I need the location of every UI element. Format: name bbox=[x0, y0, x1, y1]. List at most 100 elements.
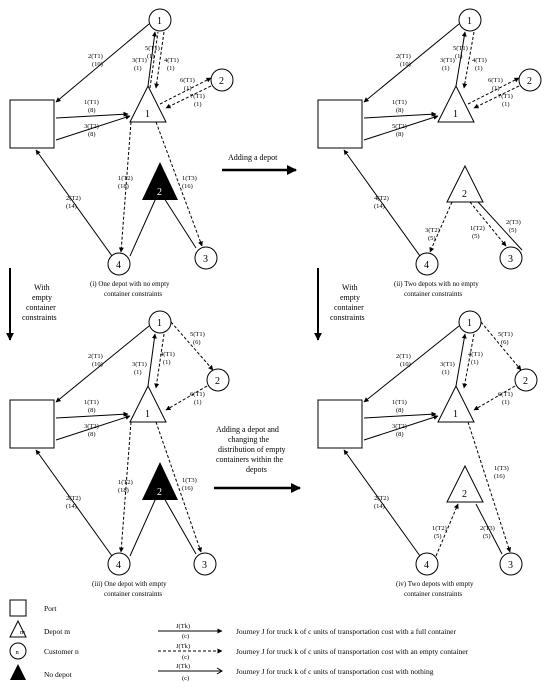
svg-text:4: 4 bbox=[424, 560, 429, 571]
depot-1 bbox=[437, 384, 475, 423]
svg-text:3(T2): 3(T2) bbox=[425, 227, 440, 234]
svg-text:1(T2): 1(T2) bbox=[470, 225, 485, 232]
no-depot-label: 2 bbox=[157, 187, 162, 198]
svg-text:(c): (c) bbox=[182, 675, 189, 682]
svg-text:(14): (14) bbox=[374, 503, 385, 510]
depot-2 bbox=[446, 164, 484, 203]
svg-text:2: 2 bbox=[527, 76, 532, 87]
svg-text:4(T2): 4(T2) bbox=[374, 195, 389, 202]
svg-text:3: 3 bbox=[508, 254, 513, 265]
depot-1 bbox=[129, 384, 167, 423]
svg-text:(1): (1) bbox=[147, 53, 155, 60]
svg-text:container: container bbox=[334, 303, 364, 312]
svg-text:(5): (5) bbox=[428, 235, 436, 242]
svg-text:(1): (1) bbox=[502, 399, 510, 406]
svg-text:(ii) Two depots with no empty: (ii) Two depots with no empty bbox=[394, 280, 479, 288]
edge-empty bbox=[473, 385, 516, 411]
edge-full bbox=[343, 449, 421, 557]
edge-empty bbox=[429, 201, 453, 253]
svg-text:(1): (1) bbox=[194, 399, 202, 406]
edge-empty bbox=[149, 31, 159, 89]
svg-text:2(T3): 2(T3) bbox=[480, 525, 495, 532]
svg-text:m: m bbox=[20, 629, 25, 636]
svg-text:1(T3): 1(T3) bbox=[182, 477, 197, 484]
edge-full bbox=[55, 111, 129, 119]
svg-text:7(T1): 7(T1) bbox=[498, 93, 513, 100]
edge-empty bbox=[118, 121, 132, 253]
no-depot bbox=[142, 462, 178, 500]
port bbox=[9, 399, 55, 449]
depot-1 bbox=[129, 84, 167, 123]
edge-empty bbox=[159, 77, 212, 105]
panel-2: 1 2 1 2 3 4 2(T1) (10) 1(T1) (8) 5(T2) (… bbox=[317, 8, 542, 298]
customer-1 bbox=[148, 8, 172, 32]
svg-text:(5): (5) bbox=[509, 227, 517, 234]
svg-text:container constraints: container constraints bbox=[104, 590, 162, 598]
svg-text:2(T2): 2(T2) bbox=[66, 495, 81, 502]
legend-nothing-label: Journey J for truck k of c units of tran… bbox=[236, 667, 434, 676]
edge-full bbox=[55, 411, 129, 419]
edge-empty bbox=[154, 31, 165, 89]
svg-text:4(T1): 4(T1) bbox=[472, 57, 487, 64]
svg-text:J(Tk): J(Tk) bbox=[176, 623, 190, 630]
svg-text:(8): (8) bbox=[396, 131, 404, 138]
edge-full bbox=[55, 23, 150, 103]
edge-full bbox=[363, 115, 439, 141]
svg-text:(14): (14) bbox=[66, 503, 77, 510]
svg-text:container constraints: container constraints bbox=[404, 290, 462, 298]
transition-adding-depot: Adding a depot bbox=[222, 153, 297, 175]
svg-text:container: container bbox=[26, 303, 56, 312]
svg-text:1(T2): 1(T2) bbox=[118, 175, 133, 182]
legend-full-label: Journey J for truck k of c units of tran… bbox=[236, 627, 456, 636]
edge-full bbox=[363, 411, 437, 419]
svg-text:(1): (1) bbox=[442, 65, 450, 72]
svg-text:(10): (10) bbox=[92, 61, 103, 68]
port bbox=[9, 99, 55, 149]
customer-3 bbox=[499, 552, 523, 576]
svg-text:With: With bbox=[342, 283, 358, 292]
legend-no-depot-label: No depot bbox=[44, 670, 73, 679]
edge-nothing bbox=[475, 503, 503, 555]
edge-full bbox=[363, 23, 460, 103]
edge-empty bbox=[469, 201, 507, 247]
svg-text:(1): (1) bbox=[492, 85, 500, 92]
svg-text:(5): (5) bbox=[472, 233, 480, 240]
edge-full bbox=[455, 333, 467, 387]
svg-text:(1): (1) bbox=[134, 65, 142, 72]
panel-1-caption-line1: (i) One depot with no empty bbox=[90, 280, 170, 288]
svg-text:constraints: constraints bbox=[330, 313, 365, 322]
customer-4 bbox=[415, 552, 439, 576]
customer-3 bbox=[499, 246, 523, 270]
svg-text:J(Tk): J(Tk) bbox=[176, 663, 190, 670]
customer-3 bbox=[193, 552, 217, 576]
edge-full bbox=[147, 333, 157, 387]
svg-text:3(T2): 3(T2) bbox=[84, 123, 99, 130]
edge-full bbox=[35, 449, 113, 557]
edge-empty bbox=[170, 321, 214, 371]
edge-empty bbox=[467, 77, 520, 105]
edge-empty bbox=[118, 421, 132, 553]
svg-text:(8): (8) bbox=[88, 107, 96, 114]
edge-empty bbox=[165, 85, 212, 109]
svg-text:n: n bbox=[16, 649, 20, 656]
svg-text:empty: empty bbox=[340, 293, 360, 302]
edge-full bbox=[363, 415, 439, 441]
svg-text:(iii) One depot with empty: (iii) One depot with empty bbox=[92, 580, 167, 588]
svg-text:(8): (8) bbox=[396, 107, 404, 114]
edge-empty bbox=[480, 321, 522, 371]
svg-text:constraints: constraints bbox=[22, 313, 57, 322]
svg-text:1: 1 bbox=[157, 318, 162, 329]
edge-empty bbox=[467, 421, 511, 553]
svg-text:5(T1): 5(T1) bbox=[453, 45, 468, 52]
svg-text:(iv) Two depots with empty: (iv) Two depots with empty bbox=[396, 580, 474, 588]
svg-text:5(T1): 5(T1) bbox=[190, 331, 205, 338]
edge-nothing bbox=[129, 197, 157, 257]
svg-text:(1): (1) bbox=[442, 369, 450, 376]
edge-full bbox=[343, 149, 421, 257]
svg-text:(1): (1) bbox=[134, 369, 142, 376]
svg-text:(8): (8) bbox=[396, 431, 404, 438]
svg-text:(16): (16) bbox=[182, 183, 193, 190]
svg-text:1(T2): 1(T2) bbox=[118, 479, 133, 486]
edge-empty bbox=[435, 503, 459, 557]
svg-text:2: 2 bbox=[462, 489, 467, 500]
